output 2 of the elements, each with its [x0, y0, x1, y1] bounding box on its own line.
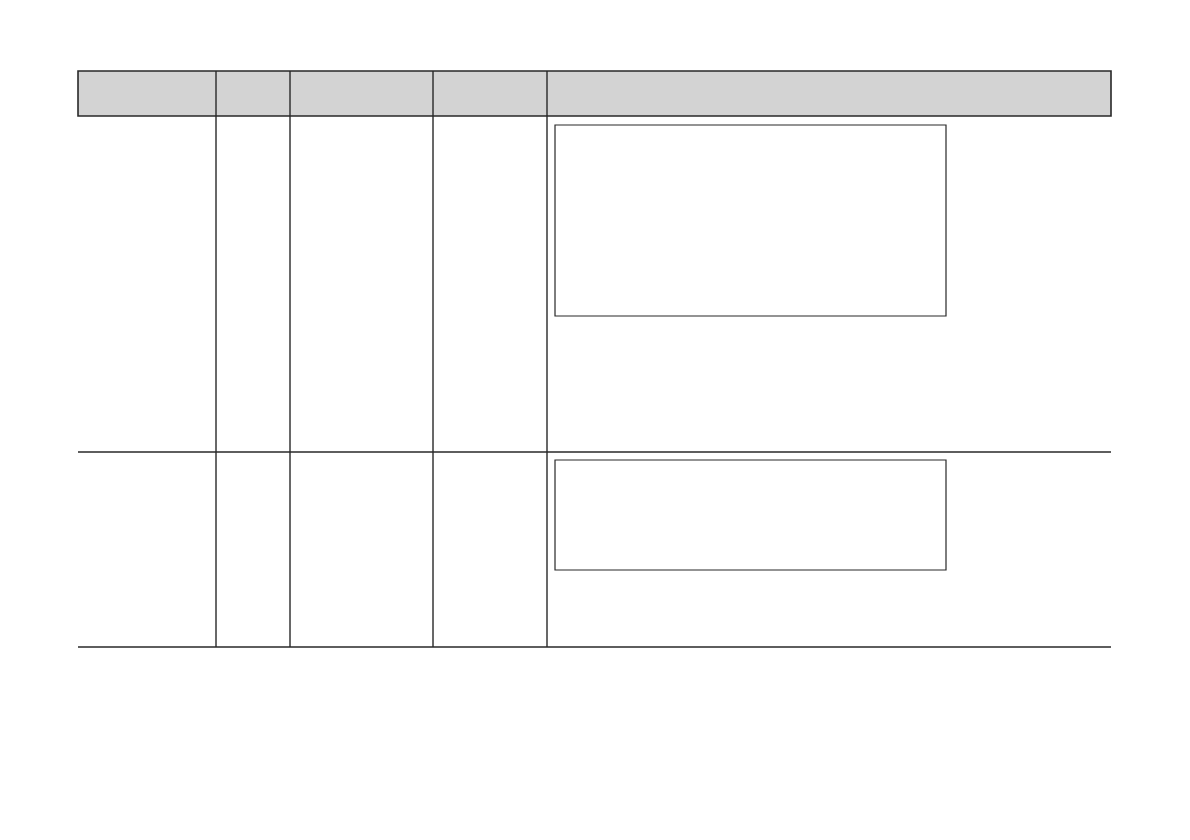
empty-box: [554, 124, 947, 317]
empty-box: [554, 459, 947, 571]
